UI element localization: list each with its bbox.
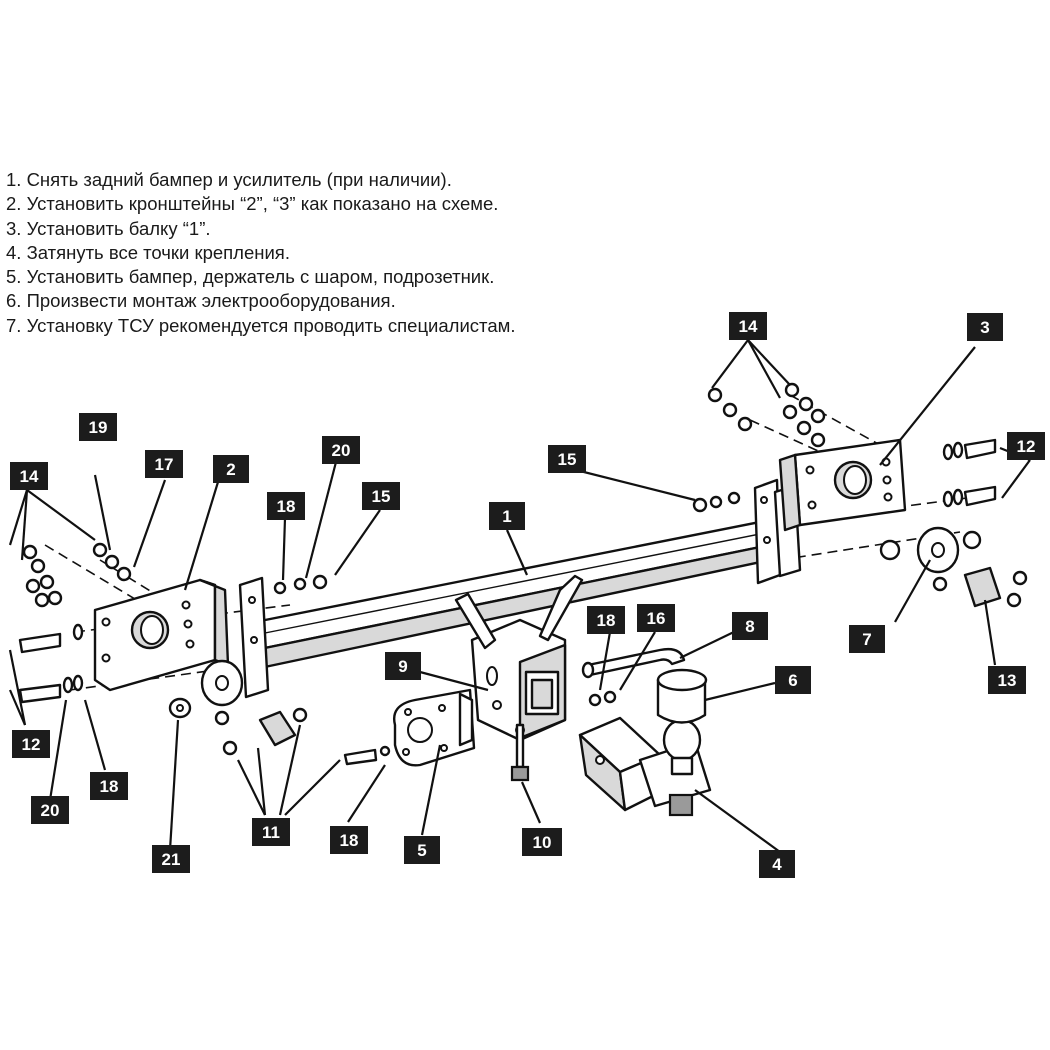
svg-text:5: 5 — [417, 841, 426, 860]
svg-text:21: 21 — [162, 850, 181, 869]
svg-text:8: 8 — [745, 617, 754, 636]
svg-text:19: 19 — [89, 418, 108, 437]
callout-13: 13 — [988, 666, 1026, 694]
callout-14-left: 14 — [10, 462, 48, 490]
callout-18-right: 18 — [587, 606, 625, 634]
svg-text:12: 12 — [22, 735, 41, 754]
callout-9: 9 — [385, 652, 421, 680]
callout-15-right: 15 — [548, 445, 586, 473]
svg-text:16: 16 — [647, 609, 666, 628]
svg-text:17: 17 — [155, 455, 174, 474]
svg-text:10: 10 — [533, 833, 552, 852]
ball-mount — [578, 716, 712, 817]
svg-text:18: 18 — [277, 497, 296, 516]
right-bracket — [778, 438, 907, 532]
callout-18-bottom-left: 18 — [90, 772, 128, 800]
bolt-10 — [510, 723, 530, 782]
callout-4: 4 — [759, 850, 795, 878]
instructions-list: 1. Снять задний бампер и усилитель (при … — [6, 168, 646, 338]
svg-text:13: 13 — [998, 671, 1017, 690]
svg-text:4: 4 — [772, 855, 782, 874]
callout-18-bottom-mid: 18 — [330, 826, 368, 854]
svg-text:1: 1 — [502, 507, 511, 526]
instruction-step-4: 4. Затянуть все точки крепления. — [6, 241, 290, 263]
callout-7: 7 — [849, 625, 885, 653]
svg-text:14: 14 — [739, 317, 758, 336]
svg-text:18: 18 — [100, 777, 119, 796]
callout-8: 8 — [732, 612, 768, 640]
callout-12-right: 12 — [1007, 432, 1045, 460]
svg-text:20: 20 — [41, 801, 60, 820]
callout-21: 21 — [152, 845, 190, 873]
svg-text:11: 11 — [262, 823, 280, 842]
svg-text:14: 14 — [20, 467, 39, 486]
left-bracket — [93, 578, 230, 692]
callout-20-top: 20 — [322, 436, 360, 464]
svg-text:12: 12 — [1017, 437, 1036, 456]
callout-19: 19 — [79, 413, 117, 441]
svg-text:15: 15 — [372, 487, 391, 506]
callout-17: 17 — [145, 450, 183, 478]
instruction-step-2: 2. Установить кронштейны “2”, “3” как по… — [6, 193, 499, 215]
main-beam — [238, 478, 802, 699]
callout-5: 5 — [404, 836, 440, 864]
instruction-step-5: 5. Установить бампер, держатель с шаром,… — [6, 266, 495, 288]
svg-text:20: 20 — [332, 441, 351, 460]
callout-15-left: 15 — [362, 482, 400, 510]
svg-text:7: 7 — [862, 630, 871, 649]
hitch-receiver — [454, 574, 584, 742]
callout-2: 2 — [213, 455, 249, 483]
callout-14-right: 14 — [729, 312, 767, 340]
instruction-step-1: 1. Снять задний бампер и усилитель (при … — [6, 169, 452, 190]
instruction-step-6: 6. Произвести монтаж электрооборудования… — [6, 290, 396, 312]
callout-1: 1 — [489, 502, 525, 530]
svg-text:9: 9 — [398, 657, 407, 676]
svg-text:18: 18 — [597, 611, 616, 630]
svg-text:3: 3 — [980, 318, 989, 337]
callout-10: 10 — [522, 828, 562, 856]
svg-text:6: 6 — [788, 671, 797, 690]
callout-12-left: 12 — [12, 730, 50, 758]
callout-11: 11 — [252, 818, 290, 846]
socket-bracket — [393, 688, 476, 767]
ball-cap — [656, 668, 708, 724]
svg-text:15: 15 — [558, 450, 577, 469]
svg-text:18: 18 — [340, 831, 359, 850]
callout-6: 6 — [775, 666, 811, 694]
instruction-step-7: 7. Установку ТСУ рекомендуется проводить… — [6, 314, 516, 336]
callout-3: 3 — [967, 313, 1003, 341]
fasteners — [18, 382, 1028, 766]
svg-text:2: 2 — [226, 460, 235, 479]
callout-20-bottom: 20 — [31, 796, 69, 824]
callout-16: 16 — [637, 604, 675, 632]
callout-18-top: 18 — [267, 492, 305, 520]
instruction-step-3: 3. Установить балку “1”. — [6, 217, 211, 239]
leader-lines — [8, 339, 1031, 853]
